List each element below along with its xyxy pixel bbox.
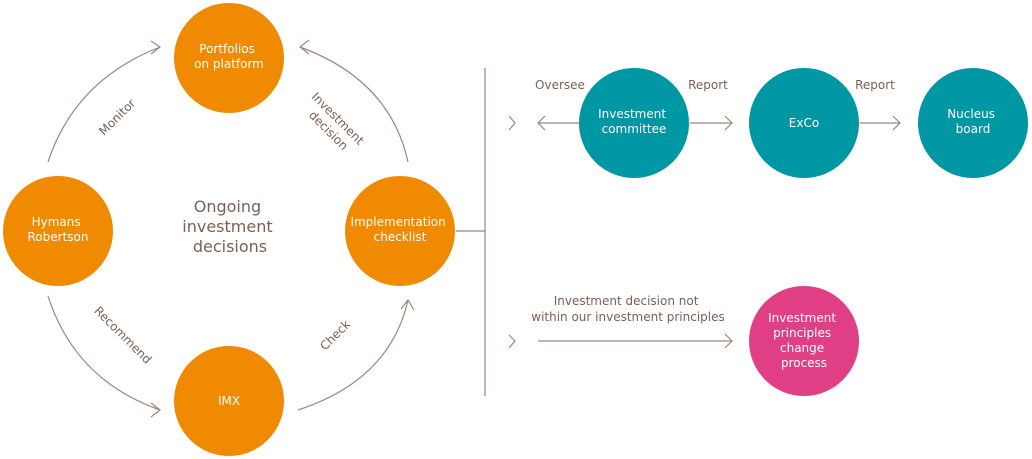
report-arrow-2-head bbox=[892, 115, 901, 131]
arrowhead-imx bbox=[150, 402, 161, 418]
arc-hymans-to-portfolios bbox=[47, 46, 161, 163]
node-portfolios-circle bbox=[174, 3, 284, 113]
node-committee-line2: committee bbox=[602, 122, 667, 136]
node-imx: IMX bbox=[174, 346, 284, 456]
label-recommend: Recommend bbox=[91, 304, 154, 367]
node-principles-line3: change bbox=[780, 341, 824, 355]
node-checklist-line2: checklist bbox=[374, 230, 427, 244]
node-committee-circle bbox=[579, 68, 689, 178]
node-nucleus-circle bbox=[918, 68, 1028, 178]
node-principles-label: Investment principles change process bbox=[768, 311, 840, 370]
label-monitor: Monitor bbox=[96, 96, 138, 138]
node-nucleus-line1: Nucleus bbox=[947, 107, 995, 121]
principles-arrowhead bbox=[724, 333, 733, 349]
cycle-connectors bbox=[47, 39, 415, 418]
node-committee: Investment committee bbox=[579, 68, 689, 178]
oversee-arrowhead bbox=[537, 115, 546, 131]
arrowhead-portfolios-right bbox=[299, 39, 310, 55]
node-hymans-label: Hymans Robertson bbox=[28, 215, 89, 244]
node-exco: ExCo bbox=[749, 68, 859, 178]
label-investment-decision: Investment decision bbox=[298, 90, 369, 161]
label-not-within-line1: Investment decision not bbox=[554, 294, 699, 308]
report-arrow-1-head bbox=[724, 115, 733, 131]
arc-checklist-to-portfolios bbox=[299, 46, 409, 163]
node-nucleus-line2: board bbox=[956, 122, 991, 136]
label-report-1: Report bbox=[688, 78, 728, 92]
node-hymans-circle bbox=[3, 176, 113, 286]
node-principles-circle bbox=[749, 286, 859, 396]
label-oversee: Oversee bbox=[535, 78, 585, 92]
bracket-top-arrow bbox=[508, 115, 516, 131]
bracket-bottom-arrow bbox=[508, 334, 516, 349]
node-hymans-line2: Robertson bbox=[28, 230, 89, 244]
node-imx-label: IMX bbox=[218, 394, 240, 408]
node-imx-circle bbox=[174, 346, 284, 456]
label-check: Check bbox=[317, 317, 353, 353]
center-line3: decisions bbox=[193, 237, 267, 256]
node-portfolios: Portfolios on platform bbox=[174, 3, 284, 113]
node-hymans: Hymans Robertson bbox=[3, 176, 113, 286]
arrowhead-checklist bbox=[400, 298, 415, 311]
node-portfolios-label: Portfolios on platform bbox=[194, 42, 264, 71]
node-exco-label: ExCo bbox=[789, 116, 819, 130]
label-report-2: Report bbox=[855, 78, 895, 92]
node-principles-line2: principles bbox=[773, 326, 831, 340]
branch-connectors bbox=[456, 68, 901, 396]
arc-hymans-to-imx bbox=[47, 295, 161, 411]
node-principles-line4: process bbox=[781, 356, 827, 370]
node-nucleus-label: Nucleus board bbox=[947, 107, 999, 136]
node-committee-label: Investment committee bbox=[598, 107, 670, 136]
node-principles: Investment principles change process bbox=[749, 286, 859, 396]
center-line2: investment bbox=[182, 217, 272, 236]
node-principles-line1: Investment bbox=[768, 311, 836, 325]
label-not-within-line2: within our investment principles bbox=[531, 310, 725, 324]
center-label: Ongoing investment decisions bbox=[182, 197, 277, 256]
node-checklist-circle bbox=[345, 176, 455, 286]
node-portfolios-line2: on platform bbox=[194, 57, 264, 71]
node-checklist-line1: Implementation bbox=[350, 215, 445, 229]
node-checklist-label: Implementation checklist bbox=[350, 215, 449, 244]
arrowhead-portfolios bbox=[150, 40, 162, 55]
node-committee-line1: Investment bbox=[598, 107, 666, 121]
arc-imx-to-checklist bbox=[297, 299, 409, 411]
label-not-within: Investment decision not within our inves… bbox=[531, 294, 725, 324]
node-nucleus: Nucleus board bbox=[918, 68, 1028, 178]
node-portfolios-line1: Portfolios bbox=[199, 42, 255, 56]
node-checklist: Implementation checklist bbox=[345, 176, 455, 286]
node-exco-circle bbox=[749, 68, 859, 178]
node-hymans-line1: Hymans bbox=[32, 215, 81, 229]
center-line1: Ongoing bbox=[194, 197, 261, 216]
